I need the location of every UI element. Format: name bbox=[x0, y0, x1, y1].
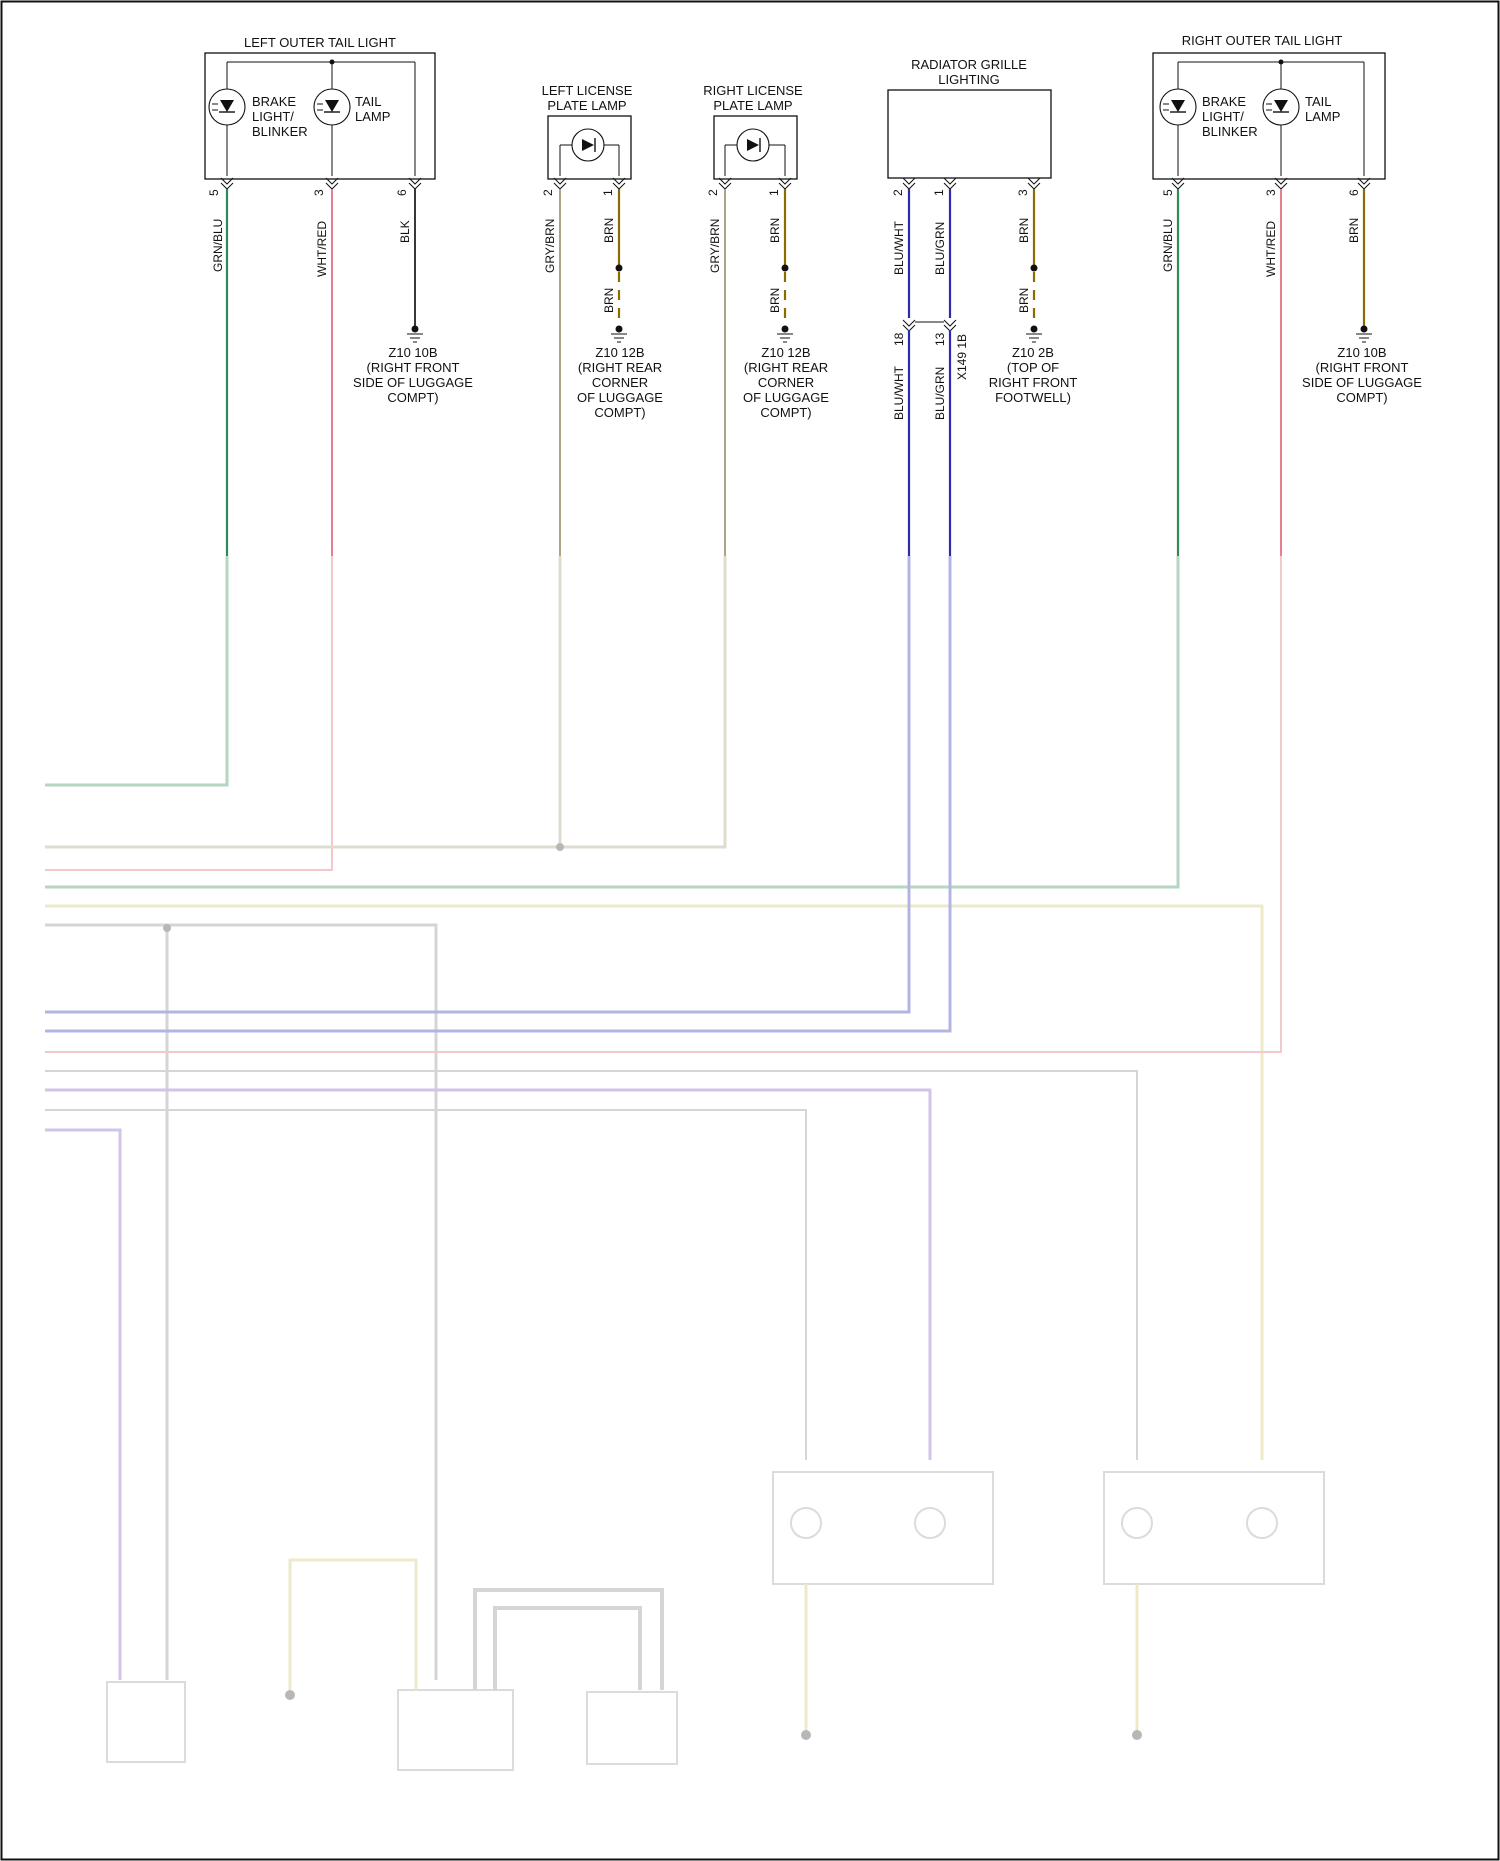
pin-label: 3 bbox=[1264, 189, 1278, 196]
ground-label: Z10 2B bbox=[1012, 345, 1054, 360]
pin-label: 1 bbox=[767, 189, 781, 196]
ground-label: RIGHT FRONT bbox=[989, 375, 1078, 390]
brake-lamp-icon bbox=[209, 89, 245, 125]
ground-label: SIDE OF LUGGAGE bbox=[1302, 375, 1422, 390]
wire-label: BLU/WHT bbox=[892, 220, 906, 275]
connector-label: X149 1B bbox=[955, 334, 969, 380]
pin-label: 5 bbox=[1161, 189, 1175, 196]
left-license-plate-lamp: LEFT LICENSE PLATE LAMP 2 1 GRY/BRN BRN … bbox=[541, 83, 663, 556]
left-license-title: LEFT LICENSE bbox=[542, 83, 633, 98]
pin-label: 18 bbox=[892, 332, 906, 346]
left-outer-tail-light: LEFT OUTER TAIL LIGHT BRAKE LIGHT/ BLINK… bbox=[205, 35, 473, 556]
pin-label: 2 bbox=[891, 189, 905, 196]
ground-icon bbox=[1356, 326, 1372, 343]
tail-label-2: LAMP bbox=[355, 109, 390, 124]
ground-label: (RIGHT REAR bbox=[578, 360, 662, 375]
tail-label-1: TAIL bbox=[355, 94, 382, 109]
brake-lamp-icon bbox=[1160, 89, 1196, 125]
pin-label: 5 bbox=[207, 189, 221, 196]
pin-label: 3 bbox=[1016, 189, 1030, 196]
wire-label: BRN bbox=[1017, 218, 1031, 243]
wire-label: GRY/BRN bbox=[543, 219, 557, 273]
right-outer-tail-light: RIGHT OUTER TAIL LIGHT BRAKE LIGHT/ BLIN… bbox=[1153, 33, 1422, 556]
ground-label: (TOP OF bbox=[1007, 360, 1059, 375]
pin-label: 2 bbox=[541, 189, 555, 196]
right-license-title: RIGHT LICENSE bbox=[703, 83, 803, 98]
ground-icon bbox=[611, 326, 627, 343]
radiator-grille-lighting: RADIATOR GRILLE LIGHTING 2 1 3 BLU/WHT B… bbox=[888, 57, 1077, 556]
grille-title: LIGHTING bbox=[938, 72, 999, 87]
pin-label: 1 bbox=[932, 189, 946, 196]
pin-label: 6 bbox=[395, 189, 409, 196]
tail-label-1: TAIL bbox=[1305, 94, 1332, 109]
right-license-plate-lamp: RIGHT LICENSE PLATE LAMP 2 1 GRY/BRN BRN… bbox=[703, 83, 829, 556]
faded-lower-section bbox=[45, 556, 1324, 1770]
tail-lamp-icon bbox=[1263, 89, 1299, 125]
pin-label: 3 bbox=[312, 189, 326, 196]
right-license-title: PLATE LAMP bbox=[713, 98, 792, 113]
ground-label: COMPT) bbox=[387, 390, 438, 405]
ground-label: Z10 10B bbox=[388, 345, 437, 360]
brake-label-1: BRAKE bbox=[252, 94, 296, 109]
brake-label-2: LIGHT/ bbox=[1202, 109, 1244, 124]
wire-label: BRN bbox=[602, 288, 616, 313]
right-tail-title: RIGHT OUTER TAIL LIGHT bbox=[1182, 33, 1343, 48]
grille-title: RADIATOR GRILLE bbox=[911, 57, 1027, 72]
pin-label: 2 bbox=[706, 189, 720, 196]
ground-label: (RIGHT FRONT bbox=[1316, 360, 1409, 375]
ground-label: CORNER bbox=[592, 375, 648, 390]
wire-label: GRY/BRN bbox=[708, 219, 722, 273]
ground-label: (RIGHT FRONT bbox=[367, 360, 460, 375]
ground-label: Z10 10B bbox=[1337, 345, 1386, 360]
ground-icon bbox=[777, 326, 793, 343]
wire-label: BLK bbox=[398, 220, 412, 243]
ground-label: (RIGHT REAR bbox=[744, 360, 828, 375]
ground-label: COMPT) bbox=[594, 405, 645, 420]
ground-label: Z10 12B bbox=[761, 345, 810, 360]
wire-label: BRN bbox=[1017, 288, 1031, 313]
wire-label: BRN bbox=[1347, 218, 1361, 243]
ground-label: COMPT) bbox=[1336, 390, 1387, 405]
ground-icon bbox=[1026, 326, 1042, 343]
wire-label: BRN bbox=[602, 218, 616, 243]
wire-label: GRN/BLU bbox=[211, 219, 225, 272]
pin-label: 1 bbox=[601, 189, 615, 196]
left-tail-box bbox=[205, 53, 435, 179]
wire-label: BRN bbox=[768, 288, 782, 313]
ground-label: FOOTWELL) bbox=[995, 390, 1071, 405]
brake-label-1: BRAKE bbox=[1202, 94, 1246, 109]
ground-label: OF LUGGAGE bbox=[577, 390, 663, 405]
wire-label: BLU/GRN bbox=[933, 367, 947, 420]
ground-label: SIDE OF LUGGAGE bbox=[353, 375, 473, 390]
grille-box bbox=[888, 90, 1051, 178]
pin-label: 6 bbox=[1347, 189, 1361, 196]
ground-label: Z10 12B bbox=[595, 345, 644, 360]
ground-label: OF LUGGAGE bbox=[743, 390, 829, 405]
pin-label: 13 bbox=[933, 332, 947, 346]
tail-label-2: LAMP bbox=[1305, 109, 1340, 124]
wire-label: WHT/RED bbox=[1264, 221, 1278, 277]
right-tail-box bbox=[1153, 53, 1385, 179]
wire-label: BRN bbox=[768, 218, 782, 243]
ground-icon bbox=[407, 326, 423, 343]
brake-label-3: BLINKER bbox=[252, 124, 308, 139]
wire-label: WHT/RED bbox=[315, 221, 329, 277]
wire-label: BLU/WHT bbox=[892, 365, 906, 420]
left-tail-title: LEFT OUTER TAIL LIGHT bbox=[244, 35, 396, 50]
tail-lamp-icon bbox=[314, 89, 350, 125]
wire-label: BLU/GRN bbox=[933, 222, 947, 275]
ground-label: CORNER bbox=[758, 375, 814, 390]
brake-label-2: LIGHT/ bbox=[252, 109, 294, 124]
left-license-title: PLATE LAMP bbox=[547, 98, 626, 113]
ground-label: COMPT) bbox=[760, 405, 811, 420]
brake-label-3: BLINKER bbox=[1202, 124, 1258, 139]
wire-label: GRN/BLU bbox=[1161, 219, 1175, 272]
